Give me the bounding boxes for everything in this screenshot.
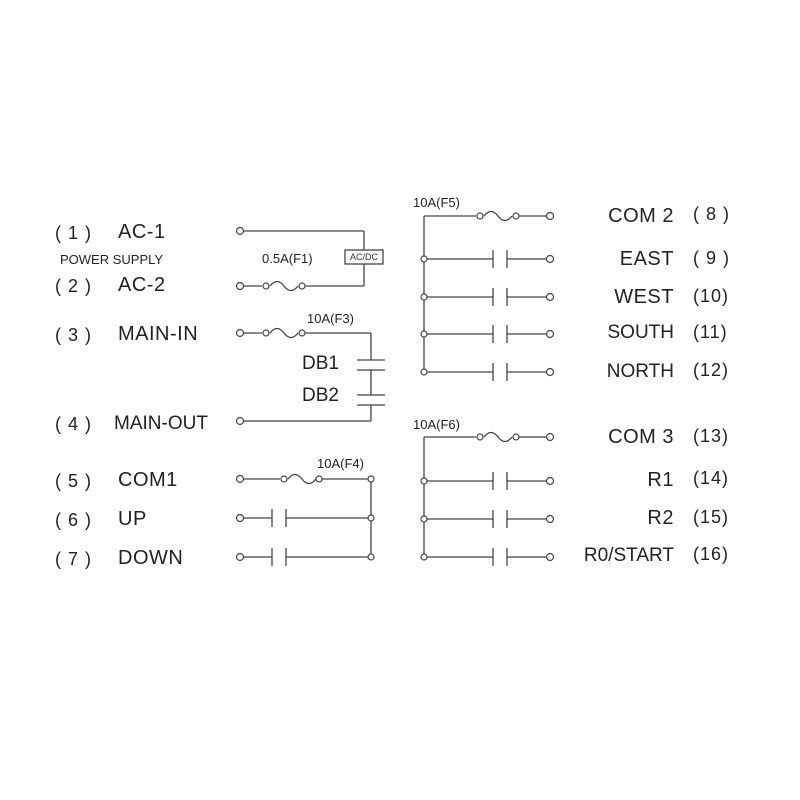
fuse-f4-symbol	[287, 473, 317, 485]
terminal-8-label: COM 2	[608, 205, 674, 227]
fuse-f1-symbol	[269, 280, 299, 292]
terminal-1-number: ( 1 )	[55, 223, 93, 243]
terminal-3-label: MAIN-IN	[118, 323, 199, 345]
terminal-5-number: ( 5 )	[55, 471, 93, 491]
fuse-f1-label: 0.5A(F1)	[262, 251, 313, 266]
db1-label: DB1	[302, 353, 339, 374]
terminal-9-label: EAST	[619, 248, 674, 270]
terminal-11-label: SOUTH	[607, 322, 675, 343]
terminal-16-label: R0/START	[583, 545, 674, 566]
power-supply-caption: POWER SUPPLY	[60, 252, 164, 267]
terminal-12-label: NORTH	[606, 361, 674, 382]
fuse-f3-label: 10A(F3)	[307, 311, 354, 326]
terminal-13-number: (13)	[693, 426, 730, 446]
terminal-10-label: WEST	[614, 286, 674, 308]
up-down-circuit	[244, 473, 375, 566]
terminal-2-number: ( 2 )	[55, 276, 93, 296]
fuse-f5-label: 10A(F5)	[413, 195, 460, 210]
terminal-9-number: ( 9 )	[693, 248, 731, 268]
terminal-12-number: (12)	[693, 360, 730, 380]
com3-group-circuit	[420, 431, 555, 566]
fuse-f3-symbol	[269, 327, 299, 339]
terminal-13-label: COM 3	[608, 426, 674, 448]
power-supply-circuit: AC/DC	[244, 230, 384, 292]
terminal-15-number: (15)	[693, 507, 730, 527]
fuse-f6-symbol	[483, 431, 513, 443]
main-contactor-circuit	[244, 327, 385, 422]
terminal-6-label: UP	[118, 508, 147, 530]
fuse-f5-symbol	[483, 210, 513, 222]
terminal-11-number: (11)	[693, 322, 728, 342]
terminal-5-label: COM1	[118, 469, 178, 491]
acdc-box-text: AC/DC	[350, 252, 379, 262]
terminal-7-number: ( 7 )	[55, 549, 93, 569]
com2-group-circuit	[420, 210, 555, 381]
terminal-14-label: R1	[647, 469, 674, 491]
db2-label: DB2	[302, 385, 339, 406]
terminal-2-label: AC-2	[118, 274, 166, 296]
terminal-16-number: (16)	[693, 544, 730, 564]
terminal-15-label: R2	[647, 507, 674, 529]
terminal-4-label: MAIN-OUT	[114, 413, 208, 434]
terminal-7-label: DOWN	[118, 547, 184, 569]
terminal-1-label: AC-1	[118, 221, 166, 243]
terminal-8-number: ( 8 )	[693, 204, 731, 224]
terminal-6-number: ( 6 )	[55, 510, 93, 530]
terminal-4-number: ( 4 )	[55, 414, 93, 434]
terminal-14-number: (14)	[693, 468, 730, 488]
fuse-f4-label: 10A(F4)	[317, 456, 364, 471]
fuse-f6-label: 10A(F6)	[413, 417, 460, 432]
terminal-10-number: (10)	[693, 286, 730, 306]
left-terminals	[235, 226, 245, 562]
terminal-3-number: ( 3 )	[55, 325, 93, 345]
